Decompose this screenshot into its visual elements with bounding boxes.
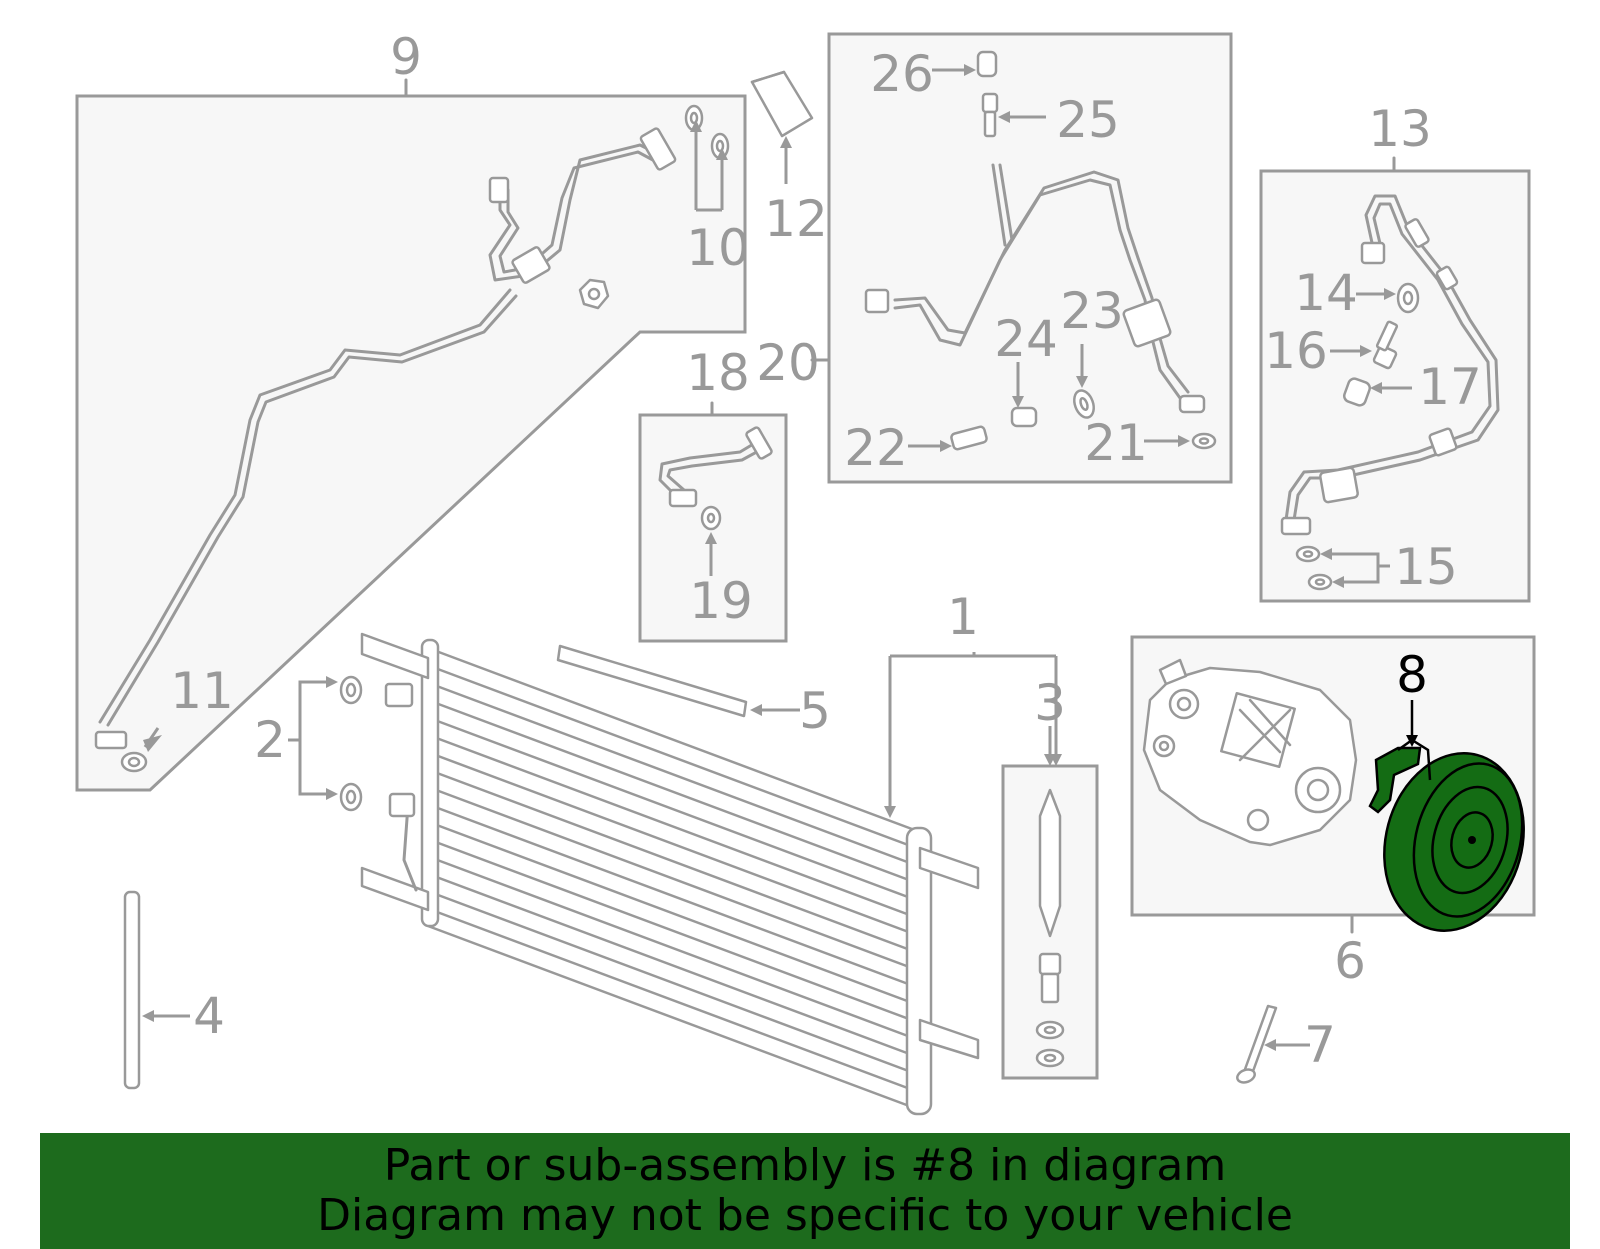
callout-23: 23: [1060, 282, 1124, 340]
bolt-7: [1236, 1004, 1310, 1084]
callout-8: 8: [1396, 646, 1428, 704]
condenser-fin: [426, 837, 922, 1025]
callout-1: 1: [947, 588, 979, 646]
box-9: [75, 78, 747, 792]
hose-bracket: [511, 246, 551, 284]
hose-fitting-b: [639, 127, 677, 171]
callout-4: 4: [193, 987, 225, 1045]
callout-22: 22: [844, 419, 908, 477]
rod-5: [556, 644, 800, 718]
callout-7: 7: [1304, 1016, 1336, 1074]
condenser-fin: [426, 785, 922, 973]
condenser-fin: [426, 803, 922, 990]
banner-line-1: Part or sub-assembly is #8 in diagram: [383, 1140, 1227, 1191]
callout-5: 5: [799, 682, 831, 740]
hose-fitting-a: [488, 176, 510, 204]
callout-25: 25: [1056, 91, 1120, 149]
box-20: [810, 32, 1233, 484]
condenser-fin: [426, 890, 922, 1077]
callout-10: 10: [686, 219, 750, 277]
hose-end-fitting: [94, 730, 128, 750]
condenser-fin: [426, 698, 922, 886]
clutch-assembly-8: [1368, 700, 1525, 932]
condenser-fin: [426, 664, 922, 851]
callout-20: 20: [756, 334, 820, 392]
callout-21: 21: [1084, 414, 1148, 472]
callout-24: 24: [994, 310, 1058, 368]
condenser-1: [288, 632, 1062, 1116]
condenser-fin: [426, 907, 922, 1094]
callout-12: 12: [764, 190, 828, 248]
callout-2: 2: [254, 711, 286, 769]
callout-9: 9: [390, 28, 422, 86]
callout-11: 11: [170, 662, 234, 720]
condenser-fin: [426, 855, 922, 1042]
callout-16: 16: [1264, 322, 1328, 380]
callout-6: 6: [1334, 932, 1366, 990]
box-3: [1001, 726, 1099, 1080]
callout-3: 3: [1034, 674, 1066, 732]
callout-26: 26: [870, 45, 934, 103]
callout-13: 13: [1368, 100, 1432, 158]
part-12: [750, 70, 814, 184]
callout-15: 15: [1394, 538, 1458, 596]
callout-18: 18: [686, 344, 750, 402]
box-18: [638, 401, 788, 643]
condenser-fin: [426, 751, 922, 938]
box-13: [1259, 156, 1531, 603]
rod-4: [123, 890, 190, 1090]
box-6: [1130, 635, 1536, 934]
condenser-fin: [426, 733, 922, 921]
callout-14: 14: [1294, 264, 1358, 322]
condenser-fin: [426, 768, 922, 955]
condenser-fin: [426, 716, 922, 903]
condenser-fin: [426, 681, 922, 868]
callout-labels: 1 2 3 4 5 6 7 8 9 10 11 12 13 14 15 16 1…: [170, 28, 1482, 1074]
banner-line-2: Diagram may not be specific to your vehi…: [317, 1190, 1293, 1241]
condenser-fin: [426, 872, 922, 1060]
callout-17: 17: [1418, 358, 1482, 416]
callout-19: 19: [689, 572, 753, 630]
info-banner: Part or sub-assembly is #8 in diagram Di…: [40, 1133, 1570, 1249]
condenser-fin: [426, 820, 922, 1007]
